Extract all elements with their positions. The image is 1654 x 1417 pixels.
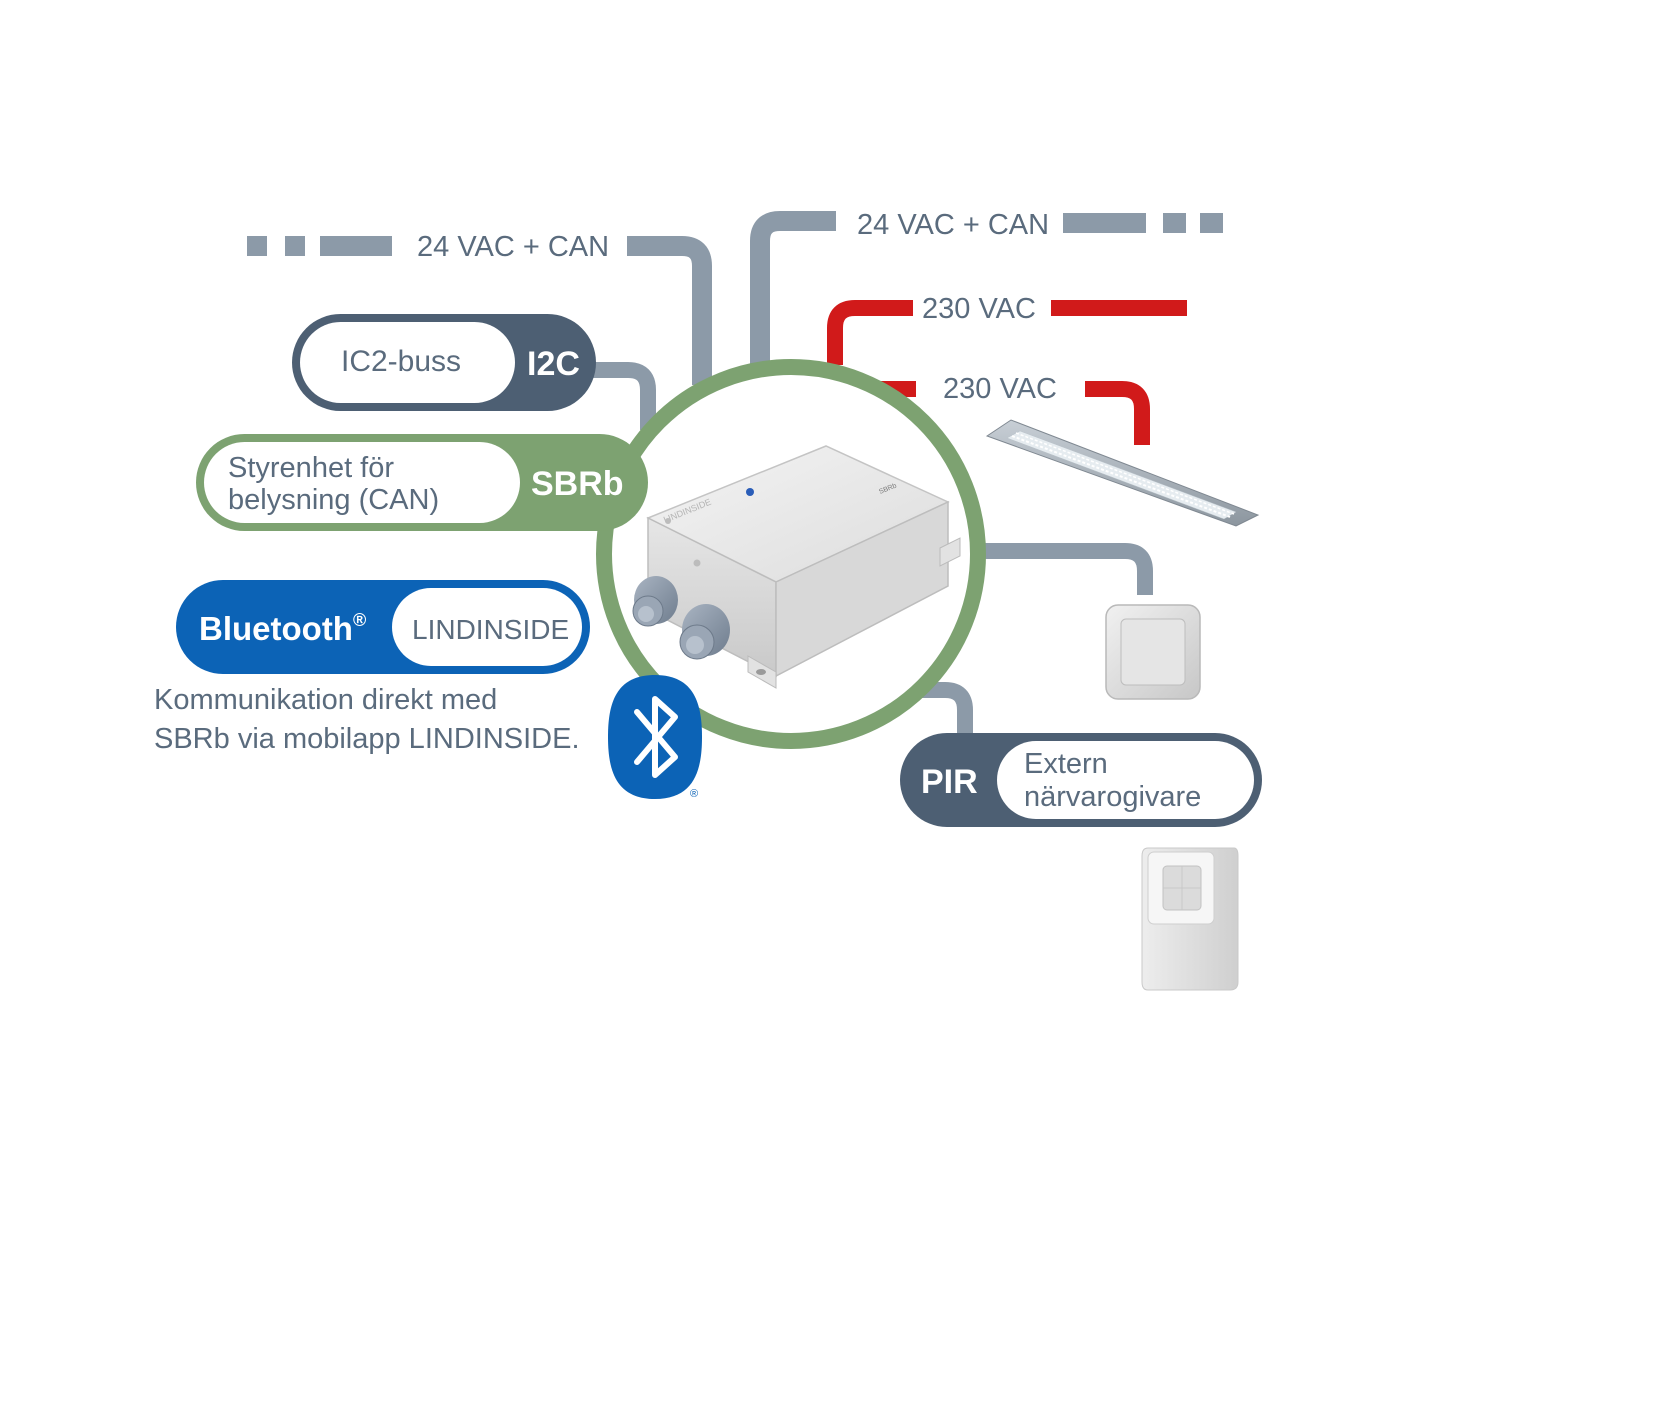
- pir-pill: PIR Extern närvarogivare: [900, 733, 1262, 827]
- cable-switch: [985, 543, 1153, 595]
- cable-gland-right: [679, 604, 730, 660]
- bluetooth-note-line1: Kommunikation direkt med: [154, 684, 497, 716]
- label-24vac-can-right: 24 VAC + CAN: [857, 209, 1049, 241]
- bluetooth-logo-icon: ®: [608, 675, 702, 800]
- cable-pir: [920, 682, 973, 735]
- label-24vac-can-left: 24 VAC + CAN: [417, 231, 609, 263]
- svg-text:®: ®: [690, 788, 698, 800]
- pir-label-line2: närvarogivare: [1024, 781, 1201, 813]
- bluetooth-tag: Bluetooth®: [199, 610, 366, 647]
- cable-230vac-top: [827, 300, 1187, 365]
- controller-box-icon: LINDINSIDE SBRb: [632, 445, 961, 689]
- sbrb-tag: SBRb: [531, 465, 624, 503]
- cable-24vac-can-left: [247, 236, 712, 385]
- label-230vac-top: 230 VAC: [922, 293, 1036, 325]
- cable-i2c: [590, 362, 656, 430]
- cable-24vac-can-right: [750, 211, 1223, 365]
- bluetooth-label: LINDINSIDE: [412, 614, 569, 645]
- bluetooth-pill: Bluetooth® LINDINSIDE: [176, 580, 590, 674]
- bluetooth-note-line2: SBRb via mobilapp LINDINSIDE.: [154, 723, 580, 755]
- sbrb-label-line1: Styrenhet för: [228, 452, 394, 484]
- cable-gland-left: [632, 576, 678, 627]
- i2c-tag: I2C: [527, 345, 580, 383]
- label-230vac-mid: 230 VAC: [943, 373, 1057, 405]
- wall-switch-icon: [1105, 604, 1201, 700]
- linear-luminaire-icon: [985, 419, 1260, 527]
- sbrb-pill: Styrenhet för belysning (CAN) SBRb: [196, 434, 648, 531]
- i2c-label: IC2-buss: [341, 345, 461, 378]
- pir-sensor-icon: [1141, 847, 1239, 991]
- sbrb-label-line2: belysning (CAN): [228, 484, 439, 516]
- i2c-pill: IC2-buss I2C: [292, 314, 596, 411]
- pir-tag: PIR: [921, 763, 978, 801]
- pir-label-line1: Extern: [1024, 748, 1108, 780]
